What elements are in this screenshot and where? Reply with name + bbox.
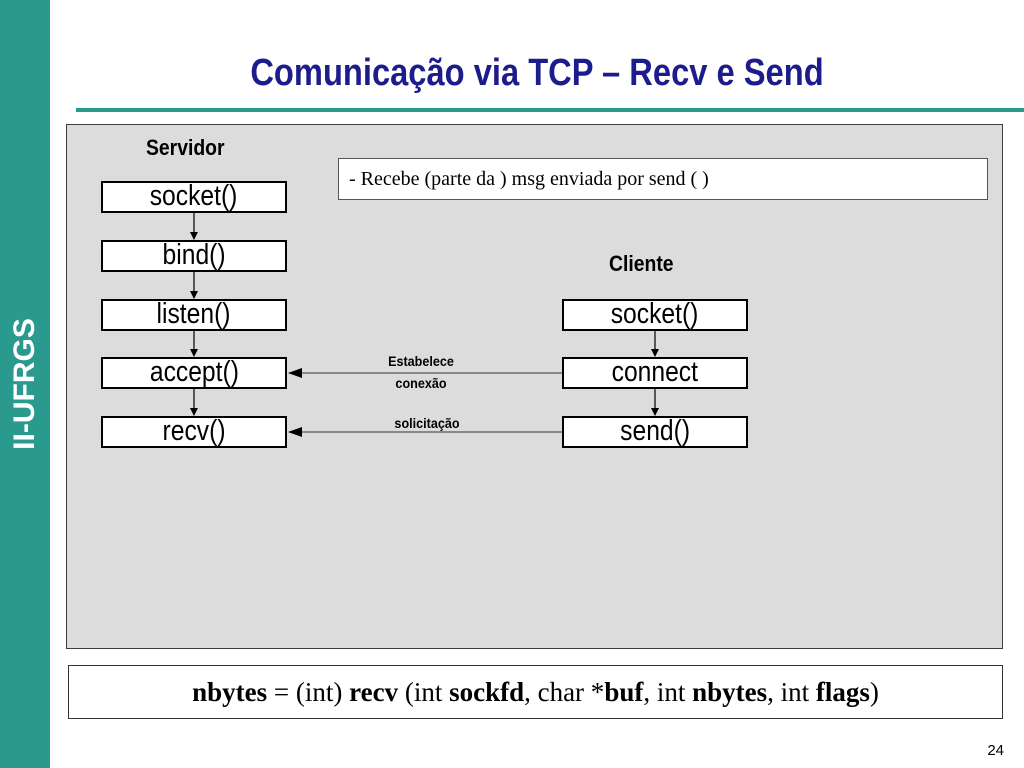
sig-p4: flags [815, 677, 870, 707]
server-bind-box: bind() [101, 240, 287, 272]
sig-func: recv [349, 677, 399, 707]
sig-p2: buf [604, 677, 644, 707]
note-box: - Recebe (parte da ) msg enviada por sen… [338, 158, 988, 200]
page-number: 24 [987, 742, 1004, 759]
sig-p3: nbytes [692, 677, 768, 707]
establish-label-line1: Estabelece [388, 353, 454, 369]
establish-label-line2: conexão [395, 375, 447, 391]
recv-signature: nbytes = (int) recv (int sockfd, char *b… [68, 665, 1003, 719]
server-recv-box: recv() [101, 416, 287, 448]
client-connect-box: connect [562, 357, 748, 389]
server-accept-box: accept() [101, 357, 287, 389]
server-listen-box: listen() [101, 299, 287, 331]
cliente-heading: Cliente [609, 251, 674, 276]
client-socket-box: socket() [562, 299, 748, 331]
request-label: solicitação [394, 415, 460, 431]
side-bar: II-UFRGS [0, 0, 50, 768]
slide-title: Comunicação via TCP – Recv e Send [250, 52, 824, 94]
server-socket-box: socket() [101, 181, 287, 213]
servidor-heading: Servidor [146, 135, 225, 160]
client-send-box: send() [562, 416, 748, 448]
sig-p1: sockfd [449, 677, 525, 707]
title-underline [76, 108, 1024, 112]
sig-ret: nbytes [192, 677, 268, 707]
